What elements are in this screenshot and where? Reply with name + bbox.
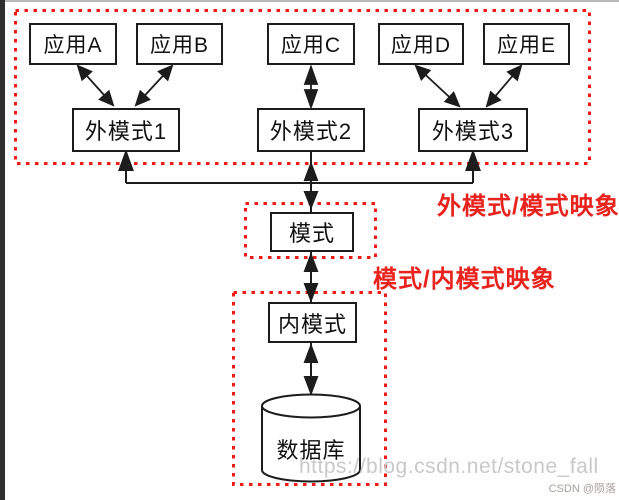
database-cylinder <box>261 393 361 483</box>
app-to-external-schema-arrows <box>76 64 523 110</box>
schema-box: 模式 <box>270 212 354 252</box>
external-schema-box-1: 外模式1 <box>72 108 180 152</box>
blog-url-watermark: https://blog.csdn.net/stone_fall <box>299 455 599 478</box>
csdn-attribution: CSDN @陨落 <box>548 483 616 495</box>
app-box-c: 应用C <box>267 23 355 65</box>
app-box-e: 应用E <box>483 23 570 65</box>
schema-to-internal-arrow <box>303 252 319 303</box>
app-box-b: 应用B <box>136 23 223 65</box>
left-dark-bar <box>0 0 5 500</box>
external-schema-box-2: 外模式2 <box>257 108 365 152</box>
mapping-label-external-schema: 外模式/模式映象 <box>437 193 619 220</box>
top-border-line <box>0 0 619 2</box>
app-box-a: 应用A <box>29 23 117 65</box>
external-schema-box-3: 外模式3 <box>418 108 528 152</box>
mapping-label-internal-schema: 模式/内模式映象 <box>373 266 556 293</box>
internal-to-database-arrow <box>303 343 319 396</box>
external-to-schema-connector <box>118 149 481 212</box>
database-label: 数据库 <box>276 438 346 463</box>
app-box-d: 应用D <box>378 23 464 65</box>
external-schema-dotted-container <box>14 9 591 165</box>
internal-schema-box: 内模式 <box>268 302 357 343</box>
